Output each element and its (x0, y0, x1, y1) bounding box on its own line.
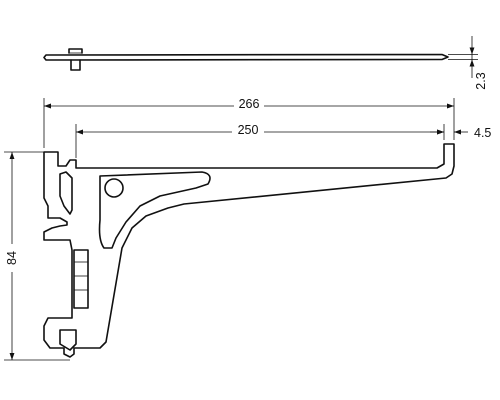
lower-hook-slot (59, 329, 77, 351)
lower-slot (73, 249, 89, 309)
bracket-window-cutout (98, 171, 211, 249)
thickness-dimension: 2.3 (448, 36, 488, 90)
bracket-outline (43, 143, 455, 358)
bracket-side-view (43, 143, 455, 358)
arm-length-label: 250 (238, 123, 259, 137)
thickness-label: 2.3 (474, 72, 488, 89)
height-dimension: 84 (4, 151, 70, 361)
top-view-hook-tab (68, 48, 83, 71)
top-view-plate (43, 53, 449, 61)
height-label: 84 (5, 251, 19, 265)
mounting-hole (104, 178, 124, 198)
lip-offset-dimension: 4.5 (430, 126, 491, 140)
top-view (43, 48, 449, 71)
arm-length-dimension: 250 (75, 123, 445, 158)
overall-length-label: 266 (239, 97, 260, 111)
upper-hook-slot (59, 171, 73, 215)
lip-offset-label: 4.5 (474, 126, 491, 140)
